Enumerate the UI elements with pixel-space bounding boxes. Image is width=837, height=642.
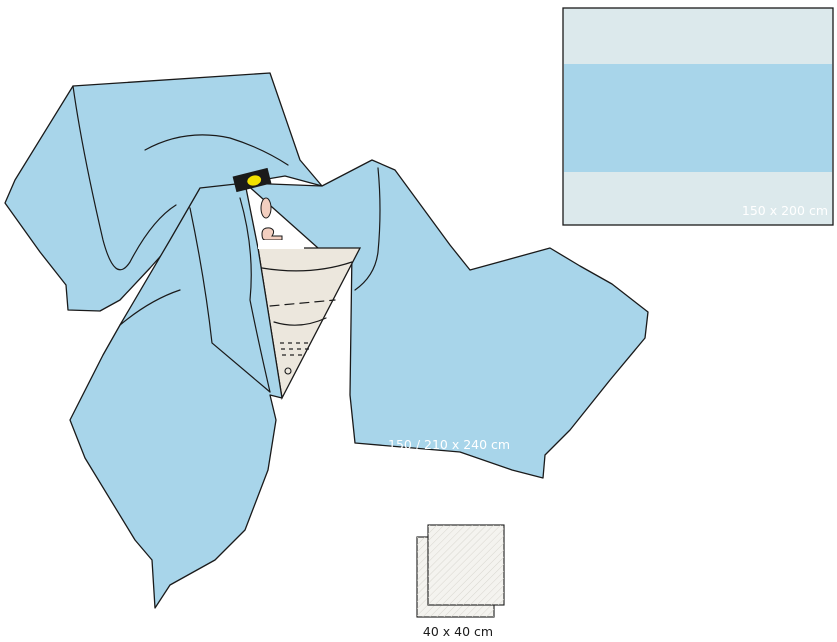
table-cover-band xyxy=(564,64,832,172)
port-tube-holder xyxy=(262,228,282,240)
port-oval xyxy=(261,198,271,218)
swab-stack: 40 x 40 cm xyxy=(417,525,504,639)
adhesive-strip xyxy=(258,240,304,249)
table-cover: 150 x 200 cm xyxy=(563,8,833,225)
table-cover-label: 150 x 200 cm xyxy=(742,203,828,218)
main-drape: 150 / 210 x 240 cm xyxy=(5,73,648,608)
swab-front-texture xyxy=(428,525,504,605)
main-drape-label: 150 / 210 x 240 cm xyxy=(388,437,510,452)
swab-label: 40 x 40 cm xyxy=(423,624,493,639)
